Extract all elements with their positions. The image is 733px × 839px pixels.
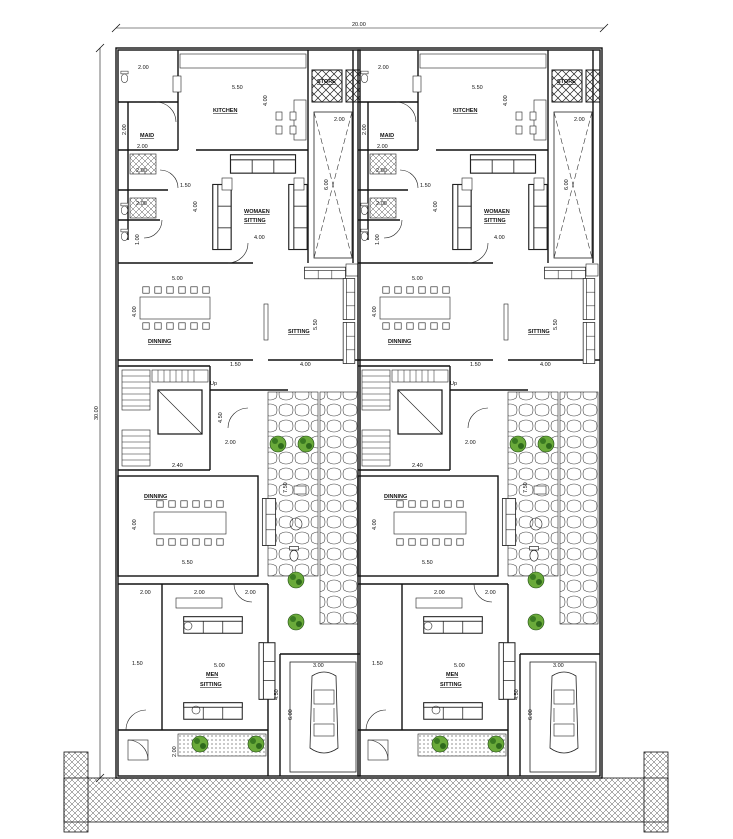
svg-text:5.50: 5.50 <box>422 560 433 566</box>
svg-text:4.00: 4.00 <box>132 519 138 530</box>
svg-text:4.00: 4.00 <box>254 235 265 241</box>
svg-text:2.00: 2.00 <box>376 168 387 174</box>
svg-text:4.00: 4.00 <box>494 235 505 241</box>
room-sitting: SITTING <box>288 329 310 335</box>
svg-text:4.50: 4.50 <box>514 689 520 700</box>
svg-text:1.50: 1.50 <box>180 183 191 189</box>
svg-text:2.00: 2.00 <box>362 124 368 135</box>
svg-text:4.00: 4.00 <box>132 306 138 317</box>
svg-text:5.00: 5.00 <box>454 663 465 669</box>
svg-text:4.00: 4.00 <box>540 362 551 368</box>
svg-text:6.00: 6.00 <box>564 179 570 190</box>
stair-up-label: Up <box>210 381 217 387</box>
svg-text:2.00: 2.00 <box>122 124 128 135</box>
svg-text:4.50: 4.50 <box>218 412 224 423</box>
svg-text:5.00: 5.00 <box>172 276 183 282</box>
svg-text:5.00: 5.00 <box>412 276 423 282</box>
svg-text:6.00: 6.00 <box>528 709 534 720</box>
svg-text:2.00: 2.00 <box>194 590 205 596</box>
svg-text:4.00: 4.00 <box>372 519 378 530</box>
svg-text:1.50: 1.50 <box>420 183 431 189</box>
svg-text:2.00: 2.00 <box>334 117 345 123</box>
svg-text:5.50: 5.50 <box>313 319 319 330</box>
overall-height-dim: 30.00 <box>94 406 100 420</box>
svg-text:5.00: 5.00 <box>214 663 225 669</box>
svg-text:5.50: 5.50 <box>553 319 559 330</box>
svg-text:5.50: 5.50 <box>182 560 193 566</box>
svg-text:2.00: 2.00 <box>138 65 149 71</box>
room-sitting: SITTING <box>528 329 550 335</box>
svg-text:3.00: 3.00 <box>313 663 324 669</box>
room-men-sitting-1: MEN <box>206 672 218 678</box>
room-maid: MAID <box>380 133 394 139</box>
svg-text:2.00: 2.00 <box>574 117 585 123</box>
svg-text:2.00: 2.00 <box>465 440 476 446</box>
room-dinning-lower: DINNING <box>144 494 167 500</box>
room-maid: MAID <box>140 133 154 139</box>
svg-text:2.00: 2.00 <box>137 144 148 150</box>
svg-text:5.50: 5.50 <box>232 85 243 91</box>
svg-text:6.00: 6.00 <box>324 179 330 190</box>
svg-text:7.50: 7.50 <box>523 482 529 493</box>
svg-text:2.00: 2.00 <box>485 590 496 596</box>
svg-text:6.00: 6.00 <box>288 709 294 720</box>
stair-up-label: Up <box>450 381 457 387</box>
svg-text:2.00: 2.00 <box>136 201 147 207</box>
room-men-sitting-2: SITTING <box>200 682 222 688</box>
svg-text:7.50: 7.50 <box>283 482 289 493</box>
room-women-sitting-1: WOMAEN <box>484 209 510 215</box>
svg-text:4.50: 4.50 <box>274 689 280 700</box>
labels-left-unit: KITCHEN STORE MAID WOMAEN SITTING DINNIN… <box>122 65 345 757</box>
room-dinning-lower: DINNING <box>384 494 407 500</box>
room-dinning-upper: DINNING <box>148 339 171 345</box>
svg-text:2.00: 2.00 <box>377 144 388 150</box>
svg-text:2.00: 2.00 <box>136 168 147 174</box>
svg-text:4.00: 4.00 <box>300 362 311 368</box>
room-dinning-upper: DINNING <box>388 339 411 345</box>
svg-text:4.00: 4.00 <box>263 95 269 106</box>
svg-text:1.50: 1.50 <box>470 362 481 368</box>
svg-text:2.00: 2.00 <box>245 590 256 596</box>
room-kitchen: KITCHEN <box>213 108 237 114</box>
room-store: STORE <box>557 79 576 85</box>
svg-text:4.00: 4.00 <box>503 95 509 106</box>
svg-text:2.40: 2.40 <box>412 463 423 469</box>
svg-text:3.00: 3.00 <box>553 663 564 669</box>
labels-right-unit: KITCHEN STORE MAID WOMAEN SITTING DINNIN… <box>362 65 585 720</box>
svg-text:4.00: 4.00 <box>433 201 439 212</box>
svg-text:2.00: 2.00 <box>172 746 178 757</box>
svg-text:1.50: 1.50 <box>132 661 143 667</box>
overall-width-dim: 20.00 <box>352 22 366 28</box>
svg-text:4.00: 4.00 <box>372 306 378 317</box>
room-women-sitting-1: WOMAEN <box>244 209 270 215</box>
svg-text:2.40: 2.40 <box>172 463 183 469</box>
svg-text:4.00: 4.00 <box>193 201 199 212</box>
svg-text:2.00: 2.00 <box>225 440 236 446</box>
svg-text:1.50: 1.50 <box>230 362 241 368</box>
room-women-sitting-2: SITTING <box>244 218 266 224</box>
ground-hatch <box>63 777 669 823</box>
svg-text:1.50: 1.50 <box>372 661 383 667</box>
svg-text:2.00: 2.00 <box>376 201 387 207</box>
room-men-sitting-2: SITTING <box>440 682 462 688</box>
svg-text:2.00: 2.00 <box>140 590 151 596</box>
svg-text:2.00: 2.00 <box>434 590 445 596</box>
svg-text:2.00: 2.00 <box>378 65 389 71</box>
svg-text:1.00: 1.00 <box>375 234 381 245</box>
room-women-sitting-2: SITTING <box>484 218 506 224</box>
room-kitchen: KITCHEN <box>453 108 477 114</box>
svg-text:5.50: 5.50 <box>472 85 483 91</box>
room-men-sitting-1: MEN <box>446 672 458 678</box>
svg-text:1.00: 1.00 <box>135 234 141 245</box>
room-store: STORE <box>317 79 336 85</box>
